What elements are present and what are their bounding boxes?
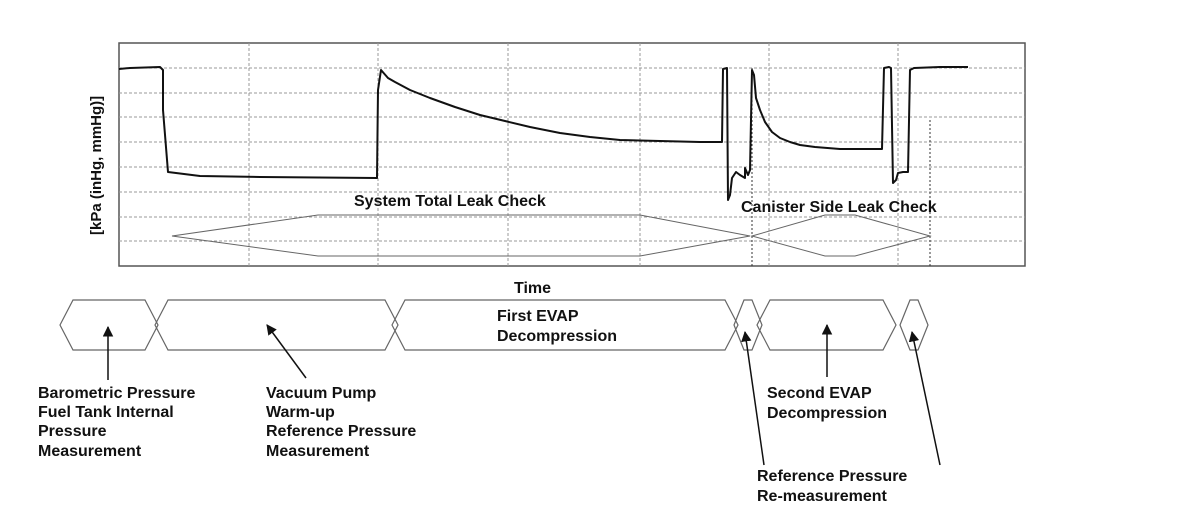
callout-arrows [102, 323, 941, 466]
vacuum-pump-arrow [266, 324, 307, 379]
first-evap-label: First EVAP Decompression [497, 308, 617, 345]
phase-segment-second-evap [756, 299, 897, 351]
phase-segment-first-evap [391, 299, 739, 351]
system-total-leak-check-envelope [171, 214, 751, 257]
phase-segment-reference-remeasure [899, 299, 929, 351]
barometric-callout: Barometric Pressure Fuel Tank Internal P… [38, 385, 200, 460]
reference-remeasure-arrow-2 [908, 330, 941, 466]
reference-remeasure-arrow-1 [741, 330, 765, 466]
second-evap-callout: Second EVAP Decompression [767, 385, 887, 422]
vertical-gridlines [248, 43, 899, 266]
phase-segment-reference-check [733, 299, 763, 351]
x-axis-label: Time [514, 280, 551, 297]
horizontal-gridlines [119, 67, 1025, 242]
vacuum-pump-callout: Vacuum Pump Warm-up Reference Pressure M… [266, 385, 421, 460]
system-total-leak-check-label: System Total Leak Check [354, 193, 546, 210]
phase-segment-barometric [59, 299, 159, 351]
graph-frame [118, 42, 1026, 267]
canister-side-leak-check-envelope [750, 214, 932, 257]
pressure-trace [118, 66, 968, 201]
reference-remeasure-callout: Reference Pressure Re-measurement [757, 468, 912, 505]
phase-band [59, 299, 929, 351]
phase-segment-vacuum-pump [154, 299, 399, 351]
canister-side-leak-check-label: Canister Side Leak Check [741, 199, 937, 216]
y-axis-label: [kPa (inHg, mmHg)] [88, 96, 105, 235]
